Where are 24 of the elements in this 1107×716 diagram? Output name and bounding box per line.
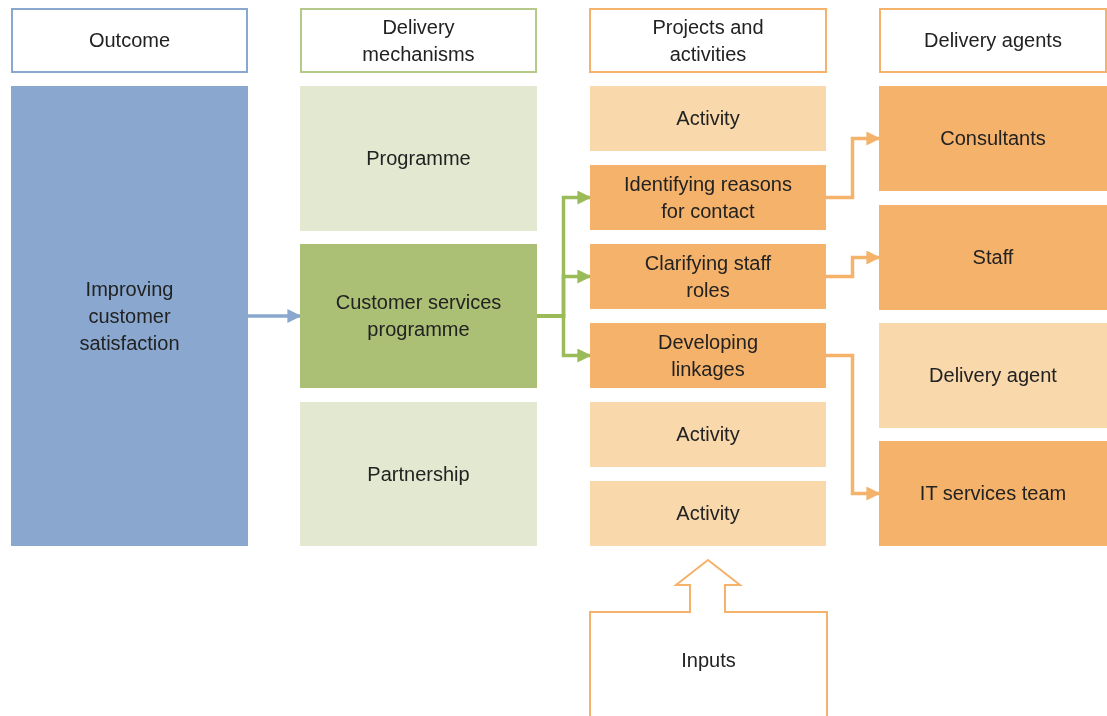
connector-arrow [537, 314, 592, 363]
agent-box: Staff [879, 205, 1107, 310]
column-header: Delivery agents [879, 8, 1107, 73]
connector-arrow [248, 309, 302, 323]
mechanism-box: Partnership [300, 402, 537, 546]
connector-arrow [826, 250, 881, 279]
mechanism-box: Programme [300, 86, 537, 231]
outcome-box: Improving customer satisfaction [11, 86, 248, 546]
connector-arrow [826, 131, 881, 200]
agent-box: Delivery agent [879, 323, 1107, 428]
agent-box: IT services team [879, 441, 1107, 546]
column-header: Delivery mechanisms [300, 8, 537, 73]
activity-box: Activity [590, 402, 826, 467]
activity-box: Activity [590, 481, 826, 546]
node-label: Inputs [681, 648, 736, 673]
agent-box: Consultants [879, 86, 1107, 191]
connector-arrow [826, 353, 881, 501]
column-header: Projects and activities [589, 8, 827, 73]
column-header: Outcome [11, 8, 248, 73]
activity-box: Clarifying staff roles [590, 244, 826, 309]
activity-box: Activity [590, 86, 826, 151]
mechanism-box: Customer services programme [300, 244, 537, 388]
activity-box: Identifying reasons for contact [590, 165, 826, 230]
activity-box: Developing linkages [590, 323, 826, 388]
